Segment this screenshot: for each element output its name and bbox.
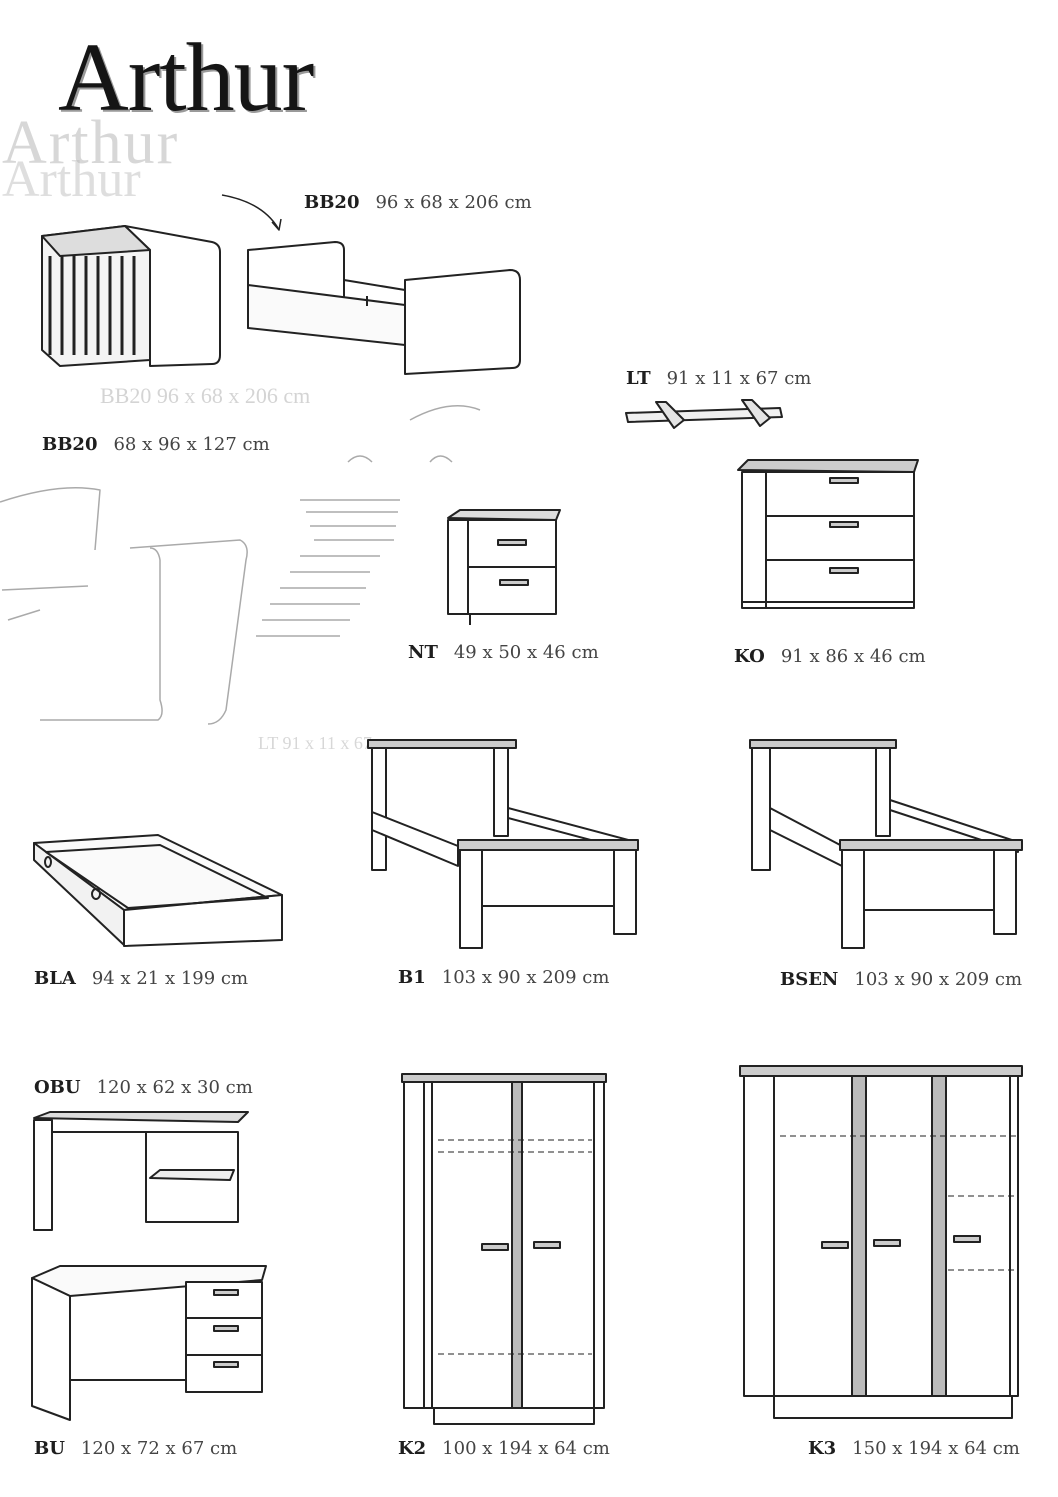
product-code: BB20 (42, 434, 98, 455)
product-code: BLA (34, 968, 76, 989)
label-k2: K2 100 x 194 x 64 cm (398, 1438, 610, 1459)
product-code: LT (626, 368, 651, 389)
label-k3: K3 150 x 194 x 64 cm (808, 1438, 1020, 1459)
product-dimensions: 120 x 72 x 67 cm (80, 1438, 238, 1459)
obu-desk-extension-drawing (34, 1112, 248, 1230)
product-dimensions: 91 x 11 x 67 cm (666, 368, 812, 389)
product-code: KO (734, 646, 765, 667)
product-code: BB20 (304, 192, 360, 213)
product-dimensions: 49 x 50 x 46 cm (453, 642, 599, 663)
label-b1: B1 103 x 90 x 209 cm (398, 967, 609, 988)
product-code: K3 (808, 1438, 837, 1459)
product-dimensions: 150 x 194 x 64 cm (852, 1438, 1020, 1459)
bsen-bed-drawing (750, 740, 1022, 948)
product-dimensions: 120 x 62 x 30 cm (96, 1077, 253, 1098)
ghost-strokes (0, 406, 480, 724)
product-code: BSEN (780, 969, 839, 990)
product-code: B1 (398, 967, 426, 988)
product-code: BU (34, 1438, 65, 1459)
k2-wardrobe-drawing (402, 1074, 606, 1424)
product-code: NT (408, 642, 438, 663)
product-code: OBU (34, 1077, 81, 1098)
product-dimensions: 96 x 68 x 206 cm (375, 192, 532, 213)
nt-nightstand-drawing (448, 510, 560, 625)
label-bb20-convertible: BB20 96 x 68 x 206 cm (304, 192, 532, 213)
k3-wardrobe-drawing (740, 1066, 1022, 1418)
product-dimensions: 103 x 90 x 209 cm (854, 969, 1023, 990)
lt-shelf-drawing (626, 400, 782, 428)
ko-chest-drawing (738, 460, 918, 608)
label-bb20-cot: BB20 68 x 96 x 127 cm (42, 434, 270, 455)
b1-bed-drawing (368, 740, 638, 948)
product-dimensions: 91 x 86 x 46 cm (780, 646, 926, 667)
label-lt: LT 91 x 11 x 67 cm (626, 368, 811, 389)
product-dimensions: 100 x 194 x 64 cm (442, 1438, 610, 1459)
product-code: K2 (398, 1438, 427, 1459)
page-title: Arthur (58, 24, 314, 132)
product-dimensions: 103 x 90 x 209 cm (441, 967, 610, 988)
transform-arrow (222, 195, 278, 228)
bb20-cot-drawing (42, 226, 220, 366)
bb20-bed-drawing (248, 242, 520, 374)
label-bu: BU 120 x 72 x 67 cm (34, 1438, 237, 1459)
bu-desk-drawing (32, 1266, 266, 1420)
label-bsen: BSEN 103 x 90 x 209 cm (780, 969, 1022, 990)
label-ko: KO 91 x 86 x 46 cm (734, 646, 926, 667)
label-nt: NT 49 x 50 x 46 cm (408, 642, 599, 663)
product-dimensions: 68 x 96 x 127 cm (113, 434, 270, 455)
label-obu: OBU 120 x 62 x 30 cm (34, 1077, 253, 1098)
product-dimensions: 94 x 21 x 199 cm (91, 968, 249, 989)
bla-drawer-drawing (34, 835, 282, 946)
label-bla: BLA 94 x 21 x 199 cm (34, 968, 248, 989)
